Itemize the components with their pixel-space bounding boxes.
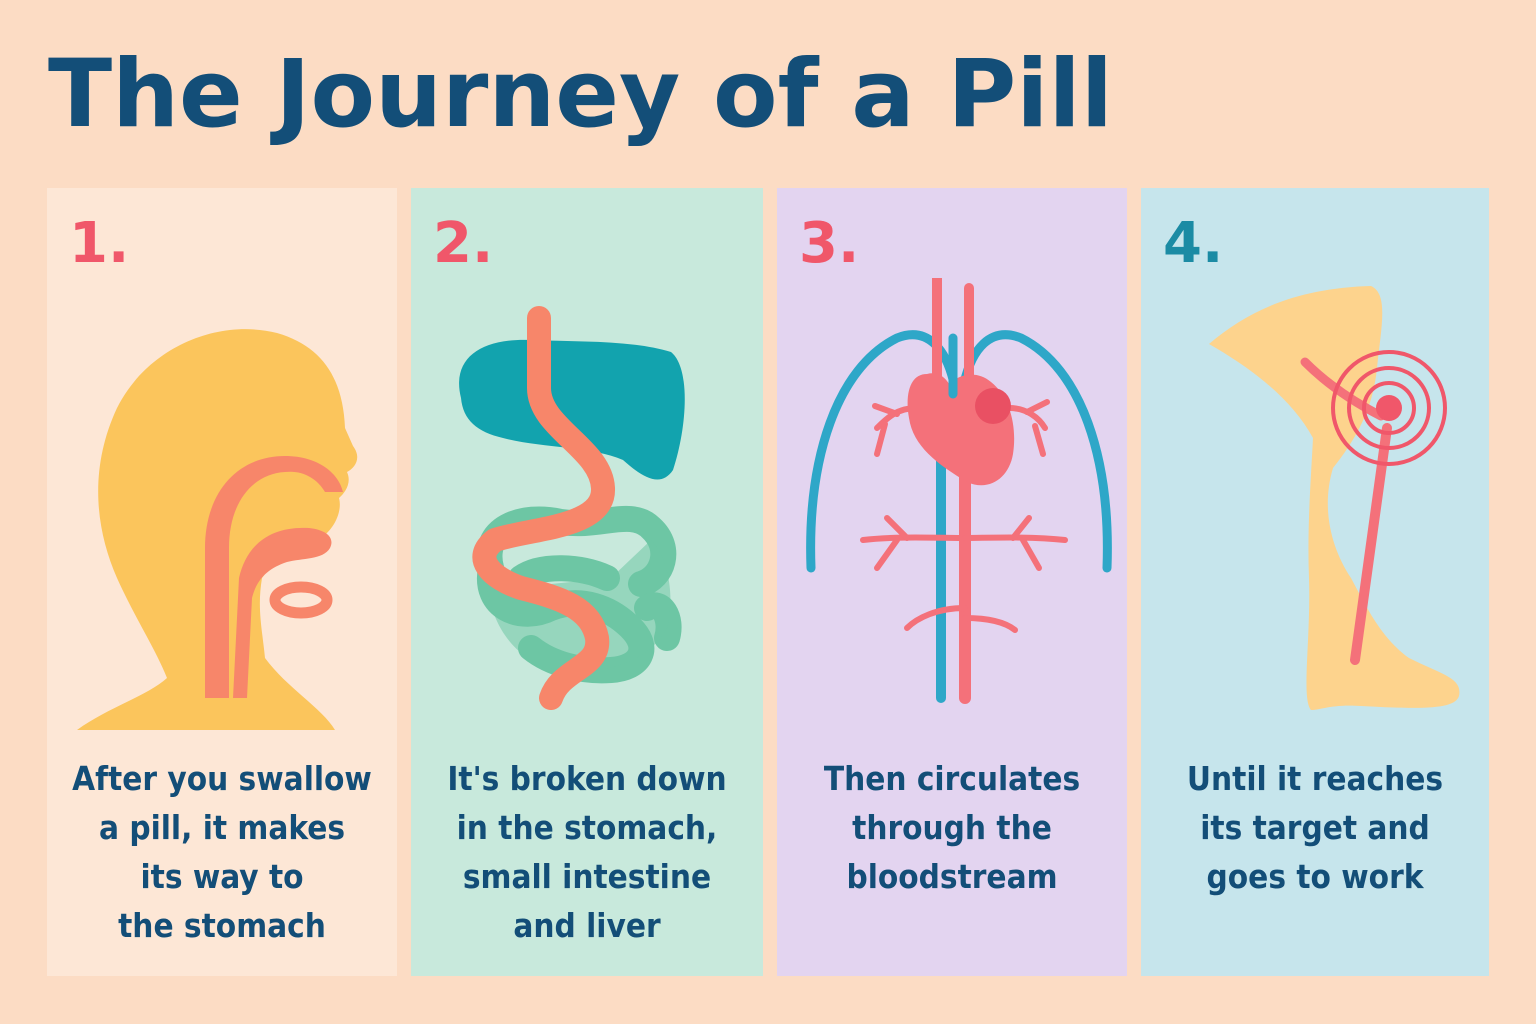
step-number: 4. <box>1163 211 1224 276</box>
step-panel-2: 2. It's broken down in the stomach, smal… <box>411 188 763 976</box>
step-caption: Then circulates through the bloodstream <box>823 759 1081 896</box>
step-caption: After you swallow a pill, it makes its w… <box>72 759 372 945</box>
heart-circulation-icon <box>806 278 1112 704</box>
leg-target-icon <box>1209 286 1460 710</box>
step-panel-1: 1. After you swallow a pill, it makes it… <box>47 188 397 976</box>
step-number: 3. <box>799 211 860 276</box>
step-number: 1. <box>69 211 130 276</box>
step-caption: It's broken down in the stomach, small i… <box>447 759 727 945</box>
step-panel-4: 4. Until it reaches its target and goes … <box>1141 188 1489 976</box>
head-cross-section-icon <box>77 329 358 730</box>
step-number: 2. <box>433 211 494 276</box>
step-panel-3: 3. Then circul <box>777 188 1127 976</box>
step-caption: Until it reaches its target and goes to … <box>1186 759 1444 896</box>
digestive-system-icon <box>459 306 685 710</box>
page-title: The Journey of a Pill <box>48 40 1113 149</box>
